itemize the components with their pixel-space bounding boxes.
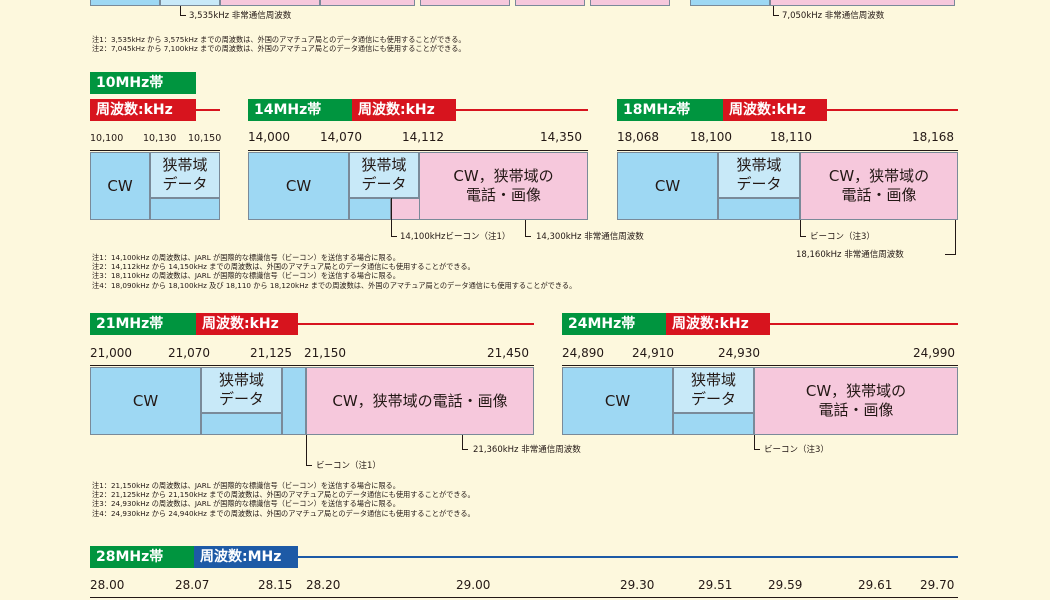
cw-segment bbox=[282, 367, 306, 435]
freq-tick: 21,450 bbox=[487, 346, 529, 360]
emergency-freq-label: 7,050kHz 非常通信周波数 bbox=[782, 11, 885, 21]
cw-segment: CW bbox=[617, 152, 718, 220]
band-segment bbox=[690, 0, 770, 6]
emergency-freq-label: 21,360kHz 非常通信周波数 bbox=[473, 445, 581, 455]
narrow-data-segment: 狭帯域 データ bbox=[201, 367, 282, 413]
phone-segment: CW，狭帯域の 電話・画像 bbox=[754, 367, 958, 435]
emergency-freq-label: 14,300kHz 非常通信周波数 bbox=[536, 232, 644, 242]
band-segment bbox=[320, 0, 415, 6]
freq-tick: 29.51 bbox=[698, 578, 733, 592]
unit-label: 周波数:MHz bbox=[194, 546, 298, 568]
freq-tick: 21,000 bbox=[90, 346, 132, 360]
narrow-data-segment: 狭帯域 データ bbox=[349, 152, 419, 198]
band-title: 24MHz帯 bbox=[562, 313, 666, 335]
narrow-data-segment: 狭帯域 データ bbox=[718, 152, 800, 198]
cw-segment bbox=[718, 198, 800, 220]
band-segment bbox=[590, 0, 670, 6]
notes-mid: 注1：14,100kHz の周波数は、JARL が国際的な標識信号（ビーコン）を… bbox=[92, 253, 577, 290]
freq-tick: 28.15 bbox=[258, 578, 293, 592]
freq-tick: 29.30 bbox=[620, 578, 655, 592]
freq-tick: 28.00 bbox=[90, 578, 125, 592]
freq-tick: 18,100 bbox=[690, 130, 732, 144]
cw-segment: CW bbox=[562, 367, 673, 435]
band-segment bbox=[515, 0, 585, 6]
freq-tick: 10,130 bbox=[143, 133, 177, 144]
freq-tick: 29.70 bbox=[920, 578, 955, 592]
beacon-label: ビーコン（注3） bbox=[764, 445, 829, 455]
unit-label: 周波数:kHz bbox=[196, 313, 298, 335]
freq-tick: 18,110 bbox=[770, 130, 812, 144]
freq-tick: 28.07 bbox=[175, 578, 210, 592]
beacon-label: ビーコン（注1） bbox=[316, 461, 381, 471]
narrow-data-segment: 狭帯域 データ bbox=[673, 367, 754, 413]
freq-tick: 21,125 bbox=[250, 346, 292, 360]
band-segment bbox=[90, 0, 160, 6]
cw-segment: CW bbox=[90, 367, 201, 435]
band-title: 21MHz帯 bbox=[90, 313, 196, 335]
freq-tick: 18,168 bbox=[912, 130, 954, 144]
band-segment bbox=[420, 0, 510, 6]
narrow-data-segment: 狭帯域 データ bbox=[150, 152, 220, 198]
freq-tick: 14,000 bbox=[248, 130, 290, 144]
emergency-freq-label: 18,160kHz 非常通信周波数 bbox=[796, 250, 904, 260]
freq-tick: 29.61 bbox=[858, 578, 893, 592]
freq-tick: 10,150 bbox=[188, 133, 222, 144]
cw-segment bbox=[201, 413, 282, 435]
beacon-label: ビーコン（注3） bbox=[810, 232, 875, 242]
cw-segment: CW bbox=[90, 152, 150, 220]
freq-tick: 18,068 bbox=[617, 130, 659, 144]
beacon-label: 14,100kHzビーコン（注1） bbox=[400, 232, 511, 242]
band-title: 10MHz帯 bbox=[90, 72, 196, 94]
freq-tick: 14,350 bbox=[540, 130, 582, 144]
freq-tick: 10,100 bbox=[90, 133, 124, 144]
freq-tick: 29.59 bbox=[768, 578, 803, 592]
band-title: 14MHz帯 bbox=[248, 99, 352, 121]
phone-segment: CW，狭帯域の 電話・画像 bbox=[800, 152, 958, 220]
freq-tick: 29.00 bbox=[456, 578, 491, 592]
freq-tick: 14,112 bbox=[402, 130, 444, 144]
band-title: 18MHz帯 bbox=[617, 99, 723, 121]
phone-segment: CW，狭帯域の 電話・画像 bbox=[419, 152, 588, 220]
freq-tick: 28.20 bbox=[306, 578, 341, 592]
freq-tick: 21,150 bbox=[304, 346, 346, 360]
cw-segment bbox=[349, 198, 391, 220]
phone-segment bbox=[391, 198, 419, 220]
freq-tick: 24,890 bbox=[562, 346, 604, 360]
cw-segment bbox=[150, 198, 220, 220]
notes-low: 注1：21,150kHz の周波数は、JARL が国際的な標識信号（ビーコン）を… bbox=[92, 481, 475, 518]
band-title: 28MHz帯 bbox=[90, 546, 194, 568]
cw-segment: CW bbox=[248, 152, 349, 220]
unit-label: 周波数:kHz bbox=[666, 313, 770, 335]
unit-label: 周波数:kHz bbox=[723, 99, 827, 121]
unit-label: 周波数:kHz bbox=[352, 99, 456, 121]
band-segment bbox=[160, 0, 220, 6]
cw-segment bbox=[673, 413, 754, 435]
freq-tick: 14,070 bbox=[320, 130, 362, 144]
phone-segment: CW，狭帯域の電話・画像 bbox=[306, 367, 534, 435]
freq-tick: 24,910 bbox=[632, 346, 674, 360]
notes-top: 注1：3,535kHz から 3,575kHz までの周波数は、外国のアマチュア… bbox=[92, 35, 466, 54]
freq-tick: 24,930 bbox=[718, 346, 760, 360]
emergency-freq-label: 3,535kHz 非常通信周波数 bbox=[189, 11, 292, 21]
freq-tick: 24,990 bbox=[913, 346, 955, 360]
band-segment bbox=[770, 0, 955, 6]
band-segment bbox=[220, 0, 320, 6]
freq-tick: 21,070 bbox=[168, 346, 210, 360]
unit-label: 周波数:kHz bbox=[90, 99, 196, 121]
